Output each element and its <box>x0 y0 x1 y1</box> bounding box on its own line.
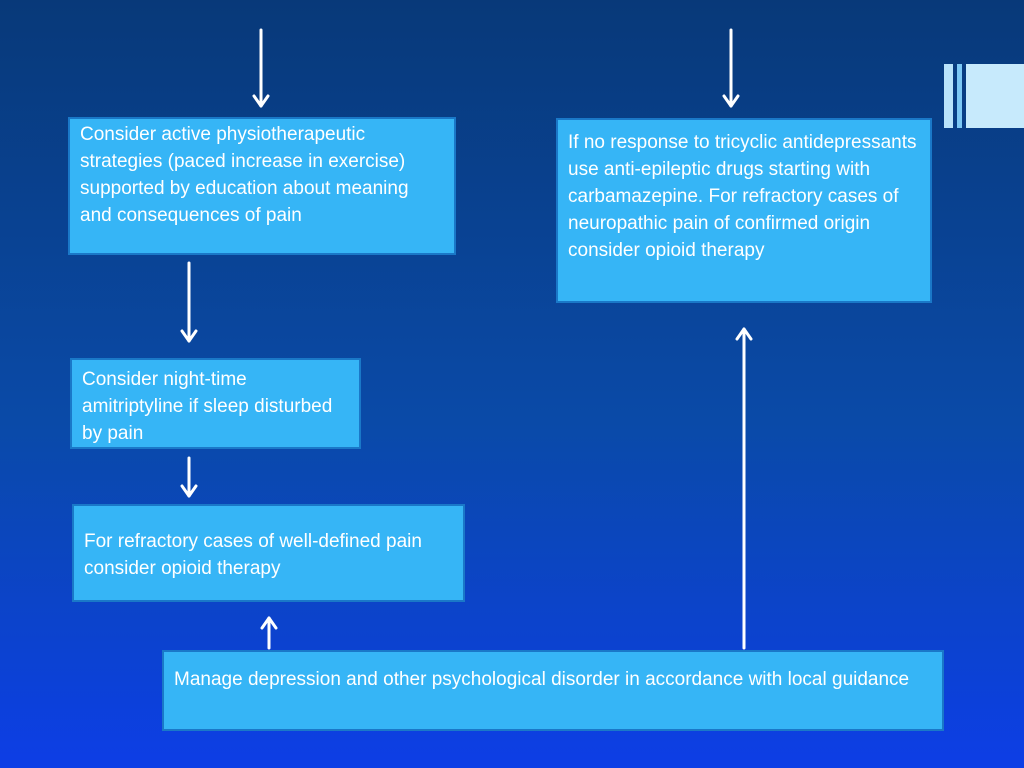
physiotherapy-box: Consider active physiotherapeutic strate… <box>68 117 456 255</box>
arrow-amitriptyline-to-opioid <box>180 456 198 498</box>
opioid-therapy-box: For refractory cases of well-defined pai… <box>72 504 465 602</box>
arrow-into-physio <box>252 28 270 108</box>
decoration-bar <box>966 64 1024 128</box>
decoration-bar <box>957 64 962 128</box>
antiepileptic-box: If no response to tricyclic antidepressa… <box>556 118 932 303</box>
amitriptyline-box: Consider night-time amitriptyline if sle… <box>70 358 361 449</box>
decoration-bar <box>944 64 953 128</box>
arrow-physio-to-amitriptyline <box>180 261 198 343</box>
arrow-depression-to-antiepileptic <box>735 327 753 650</box>
corner-decoration <box>944 64 1024 128</box>
arrow-into-antiepileptic <box>722 28 740 108</box>
arrow-depression-to-opioid <box>260 616 278 650</box>
depression-management-box: Manage depression and other psychologica… <box>162 650 944 731</box>
